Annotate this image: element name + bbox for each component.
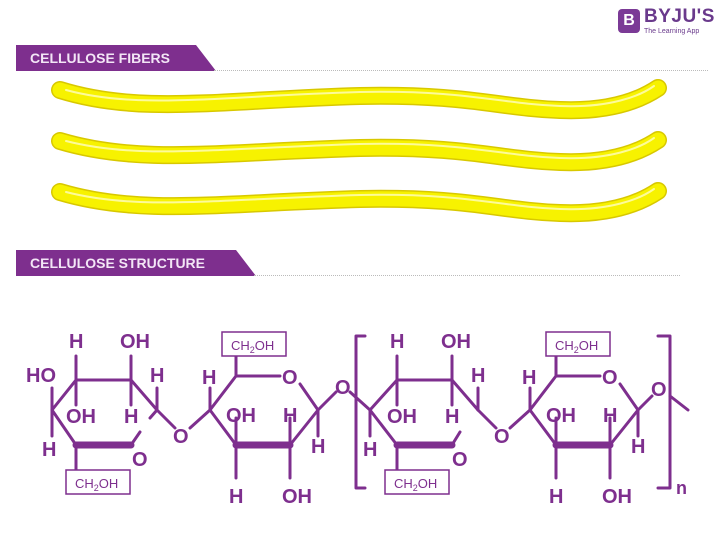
atom-label: H (69, 331, 83, 353)
atom-label: O (651, 379, 667, 401)
atom-label: H (549, 486, 563, 508)
divider (254, 275, 680, 276)
atom-label: H (631, 436, 645, 458)
atom-label: H (522, 367, 536, 389)
atom-label: H (150, 365, 164, 387)
atom-label: H (471, 365, 485, 387)
ch2oh-box-2 (221, 331, 287, 357)
atom-label: O (602, 367, 618, 389)
atom-label: OH (441, 331, 471, 353)
atom-label: H (363, 439, 377, 461)
section-title-structure: CELLULOSE STRUCTURE (16, 250, 256, 276)
atom-label: O (452, 449, 468, 471)
atom-label: H (229, 486, 243, 508)
atom-label: H (445, 406, 459, 428)
atom-label: O (335, 377, 351, 399)
atom-label: O (282, 367, 298, 389)
atom-label: O (173, 426, 189, 448)
logo-mark-icon: B (618, 9, 640, 33)
byjus-logo: B BYJU'S The Learning App (618, 6, 718, 40)
atom-label: H (283, 405, 297, 427)
section-title-fibers: CELLULOSE FIBERS (16, 45, 216, 71)
divider (214, 70, 708, 71)
atom-label: O (494, 426, 510, 448)
atom-label: OH (120, 331, 150, 353)
logo-name: BYJU'S (644, 6, 715, 27)
atom-label: H (390, 331, 404, 353)
atom-label: HO (26, 365, 56, 387)
atom-label: H (42, 439, 56, 461)
atom-label: O (132, 449, 148, 471)
atom-label: H (311, 436, 325, 458)
ch2oh-box-3 (384, 469, 450, 495)
atom-label: OH (226, 405, 256, 427)
fiber-3 (51, 182, 667, 223)
ch2oh-label: CH2OH (394, 476, 437, 493)
ch2oh-label: CH2OH (555, 338, 598, 355)
atom-label: H (202, 367, 216, 389)
logo-tagline: The Learning App (644, 28, 700, 35)
fiber-2 (51, 131, 667, 172)
atom-label: H (603, 405, 617, 427)
fiber-1 (51, 79, 667, 120)
ch2oh-label: CH2OH (75, 476, 118, 493)
ch2oh-label: CH2OH (231, 338, 274, 355)
atom-label: OH (282, 486, 312, 508)
atom-label: OH (546, 405, 576, 427)
atom-label: H (124, 406, 138, 428)
atom-label: OH (66, 406, 96, 428)
atom-label: OH (387, 406, 417, 428)
repeat-subscript-n: n (676, 478, 687, 498)
ch2oh-box-4 (545, 331, 611, 357)
atom-label: OH (602, 486, 632, 508)
ch2oh-box-1 (65, 469, 131, 495)
